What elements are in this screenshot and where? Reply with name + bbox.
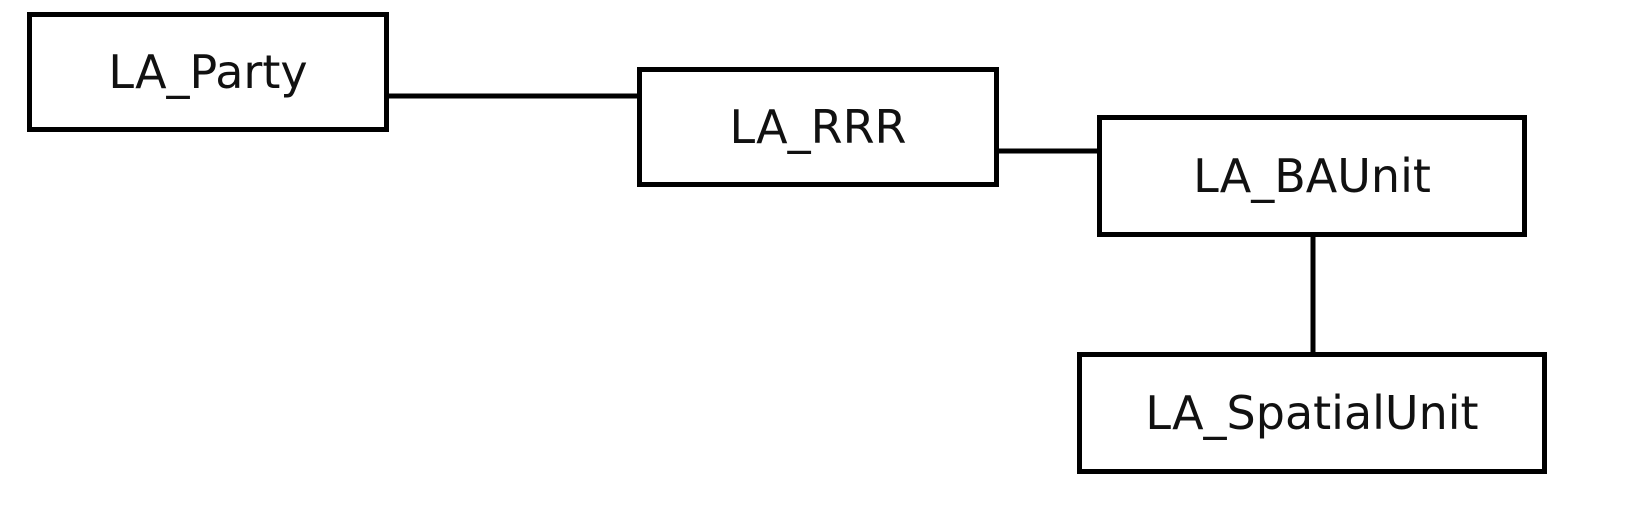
node-la-party: LA_Party — [27, 12, 389, 132]
node-la-baunit: LA_BAUnit — [1097, 115, 1527, 237]
node-label: LA_RRR — [729, 100, 907, 154]
node-label: LA_Party — [108, 45, 308, 99]
node-la-spatialunit: LA_SpatialUnit — [1077, 352, 1547, 474]
node-label: LA_SpatialUnit — [1145, 386, 1479, 440]
node-la-rrr: LA_RRR — [637, 67, 999, 187]
node-label: LA_BAUnit — [1193, 149, 1431, 203]
